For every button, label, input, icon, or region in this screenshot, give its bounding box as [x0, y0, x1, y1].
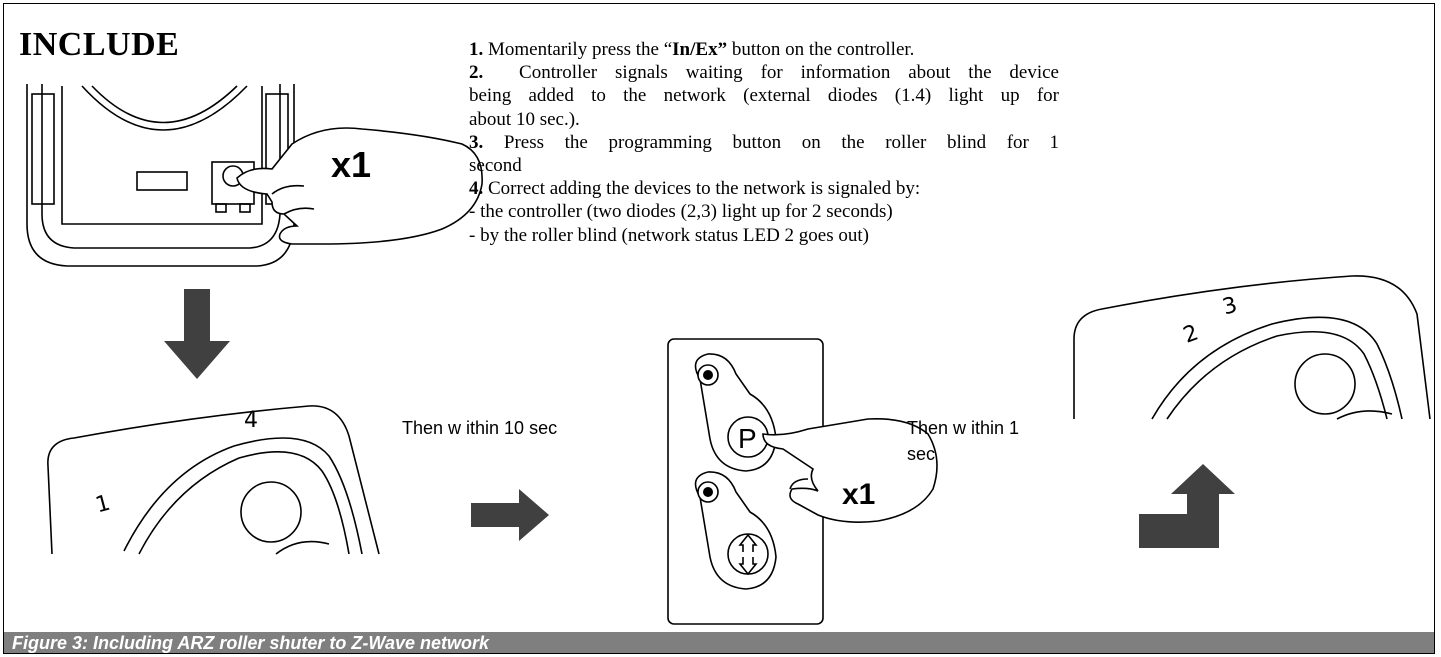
step-3-line-1: 3. Press the programming button on the r… — [469, 131, 1059, 153]
instruction-steps: 1. Momentarily press the “In/Ex” button … — [469, 38, 1059, 247]
step-2-line-2: being added to the network (external dio… — [469, 85, 1059, 107]
figure-frame: INCLUDE x1 1. Momentarily press the “In/… — [3, 3, 1435, 654]
page-title: INCLUDE — [19, 26, 180, 63]
step-2-line-1: 2. Controller signals waiting for inform… — [469, 62, 1059, 84]
up-turn-arrow-icon — [1139, 464, 1235, 548]
roller-blind-panel: P — [667, 338, 938, 625]
svg-text:P: P — [738, 423, 757, 454]
up-down-arrows-icon — [727, 533, 769, 575]
bullet-2: - by the roller blind (network status LE… — [469, 224, 869, 246]
controller-diodes-left — [47, 405, 380, 555]
step-4: 4. Correct adding the devices to the net… — [469, 178, 921, 200]
diode-label-4: 4 — [244, 408, 258, 433]
figure-caption: Figure 3: Including ARZ roller shuter to… — [4, 632, 1434, 653]
step-3-line-2: second — [469, 155, 522, 177]
press-hand-icon — [236, 127, 483, 245]
then-within-1-line1: Then w ithin 1 — [907, 418, 1020, 438]
x1-label-mid: x1 — [842, 478, 876, 511]
right-arrow-icon — [471, 489, 549, 541]
x1-label-top: x1 — [331, 144, 372, 185]
down-arrow-icon — [164, 289, 230, 379]
then-within-10-label: Then w ithin 10 sec — [402, 418, 558, 438]
step-2-line-3: about 10 sec.). — [469, 108, 580, 130]
controller-diodes-right — [1073, 275, 1431, 420]
then-within-1-line2: sec — [907, 444, 936, 464]
bullet-1: - the controller (two diodes (2,3) light… — [469, 201, 893, 223]
controller-press-illustration — [26, 84, 483, 267]
press-hand-icon — [762, 417, 938, 523]
step-1: 1. Momentarily press the “In/Ex” button … — [469, 39, 915, 60]
